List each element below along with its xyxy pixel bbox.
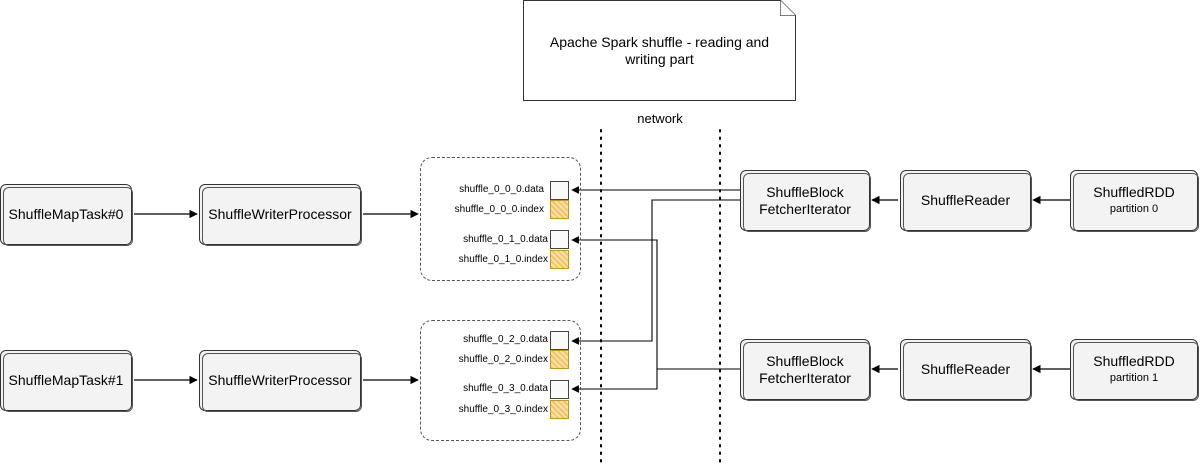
shuffle-reader-1-label: ShuffleReader [920,361,1011,377]
shuffled-rdd-0: ShuffledRDD partition 0 [1070,170,1199,232]
file-2-index-square [550,350,569,369]
file-2-data-square [550,331,569,350]
fetcher-0-line2: FetcherIterator [759,200,851,217]
fetcher-1-label: ShuffleBlock FetcherIterator [759,353,851,387]
shuffle-writer-processor-0-label: ShuffleWriterProcessor [208,206,352,222]
shuffle-files-group-0 [420,157,581,281]
fetch-arrow-f1-file10 [571,236,740,370]
shuffle-reader-0: ShuffleReader [900,170,1032,232]
shuffle-map-task-0: ShuffleMapTask#0 [0,184,133,246]
shuffle-block-fetcher-iterator-0: ShuffleBlock FetcherIterator [740,170,871,232]
shuffled-rdd-0-label: ShuffledRDD [1093,183,1175,200]
shuffle-reader-1: ShuffleReader [900,339,1032,401]
file-0-index-label: shuffle_0_0_0.index [454,204,544,215]
folded-note-icon [780,0,796,16]
file-3-index-label: shuffle_0_3_0.index [458,404,548,415]
file-3-data-square [550,380,569,399]
file-1-data-square [550,230,569,249]
file-0-data-square [550,181,569,200]
file-3-data-label: shuffle_0_3_0.data [463,383,548,394]
shuffle-files-group-1 [420,320,581,441]
network-label: network [637,111,683,126]
title-note-text: Apache Spark shuffle - reading and writi… [549,33,770,67]
shuffle-writer-processor-0: ShuffleWriterProcessor [199,184,362,246]
shuffled-rdd-1: ShuffledRDD partition 1 [1070,339,1199,401]
file-1-index-label: shuffle_0_1_0.index [458,254,548,265]
shuffle-writer-processor-1: ShuffleWriterProcessor [199,350,362,412]
shuffled-rdd-0-text: ShuffledRDD partition 0 [1093,184,1174,218]
shuffled-rdd-1-partition: partition 1 [1109,371,1159,384]
title-note: Apache Spark shuffle - reading and writi… [523,0,796,101]
fetch-arrow-f0-file20 [571,199,740,345]
shuffle-map-task-1-label: ShuffleMapTask#1 [8,372,124,388]
shuffle-map-task-0-label: ShuffleMapTask#0 [8,206,124,222]
fetcher-1-line1: ShuffleBlock [766,352,844,369]
file-1-data-label: shuffle_0_1_0.data [463,234,548,245]
file-0-index-square [550,200,569,219]
fetcher-1-line2: FetcherIterator [759,369,851,386]
shuffled-rdd-0-partition: partition 0 [1109,202,1159,215]
fetcher-0-label: ShuffleBlock FetcherIterator [759,184,851,218]
file-2-index-label: shuffle_0_2_0.index [458,354,548,365]
file-0-data-label: shuffle_0_0_0.data [459,184,544,195]
file-2-data-label: shuffle_0_2_0.data [463,334,548,345]
file-3-index-square [550,400,569,419]
fetch-arrow-f1-file30 [571,369,658,393]
shuffled-rdd-1-text: ShuffledRDD partition 1 [1093,353,1174,387]
shuffle-reader-0-label: ShuffleReader [920,192,1011,208]
file-1-index-square [550,250,569,269]
shuffle-writer-processor-1-label: ShuffleWriterProcessor [208,372,352,388]
shuffle-block-fetcher-iterator-1: ShuffleBlock FetcherIterator [740,339,871,401]
shuffled-rdd-1-label: ShuffledRDD [1093,352,1175,369]
fetcher-0-line1: ShuffleBlock [766,183,844,200]
shuffle-map-task-1: ShuffleMapTask#1 [0,350,133,412]
